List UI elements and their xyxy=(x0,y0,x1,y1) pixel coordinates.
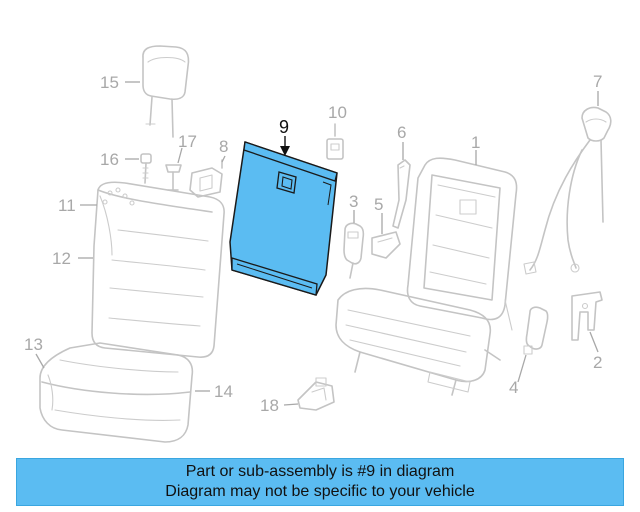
part-13-14-seat-cushion xyxy=(39,342,194,443)
callout-6: 6 xyxy=(397,123,406,142)
part-6-bracket xyxy=(392,159,411,229)
part-2-hinge xyxy=(571,291,603,341)
callout-9: 9 xyxy=(279,117,289,137)
callout-5: 5 xyxy=(374,195,383,214)
callout-16: 16 xyxy=(100,150,119,169)
back-panel-window xyxy=(276,171,297,194)
banner-line-1: Part or sub-assembly is #9 in diagram xyxy=(185,463,455,480)
part-9-back-panel xyxy=(229,141,338,296)
part-7-seatbelt xyxy=(523,106,612,275)
callout-2: 2 xyxy=(593,353,602,372)
leader-lines xyxy=(35,81,599,406)
parts-diagram: 15 16 17 8 11 12 13 14 18 10 6 1 7 5 3 4… xyxy=(24,45,612,443)
banner-line-2: Diagram may not be specific to your vehi… xyxy=(165,483,475,500)
callout-4: 4 xyxy=(509,378,518,397)
callout-14: 14 xyxy=(214,382,233,401)
part-3-buckle xyxy=(343,222,365,279)
part-5-latch xyxy=(371,231,401,259)
callout-7: 7 xyxy=(593,72,602,91)
callout-15: 15 xyxy=(100,73,119,92)
part-15-headrest xyxy=(142,45,190,138)
part-11-12-seatback-cushion xyxy=(91,181,225,358)
callout-18: 18 xyxy=(260,396,279,415)
callout-1: 1 xyxy=(471,133,480,152)
part-1-seat-frame xyxy=(335,157,518,396)
callout-11: 11 xyxy=(58,196,76,215)
part-4-cover xyxy=(523,306,549,355)
callout-17: 17 xyxy=(178,132,197,151)
part-8-clip xyxy=(189,159,223,198)
callout-12: 12 xyxy=(52,249,71,268)
callout-10: 10 xyxy=(328,103,347,122)
part-10-bracket xyxy=(326,123,344,160)
part-16-bolt xyxy=(140,153,152,184)
info-banner: Part or sub-assembly is #9 in diagram Di… xyxy=(16,458,624,506)
callout-3: 3 xyxy=(349,192,358,211)
part-18-latch xyxy=(297,377,335,411)
callout-8: 8 xyxy=(219,137,228,156)
part-17-guide xyxy=(165,164,182,191)
callout-13: 13 xyxy=(24,335,43,354)
